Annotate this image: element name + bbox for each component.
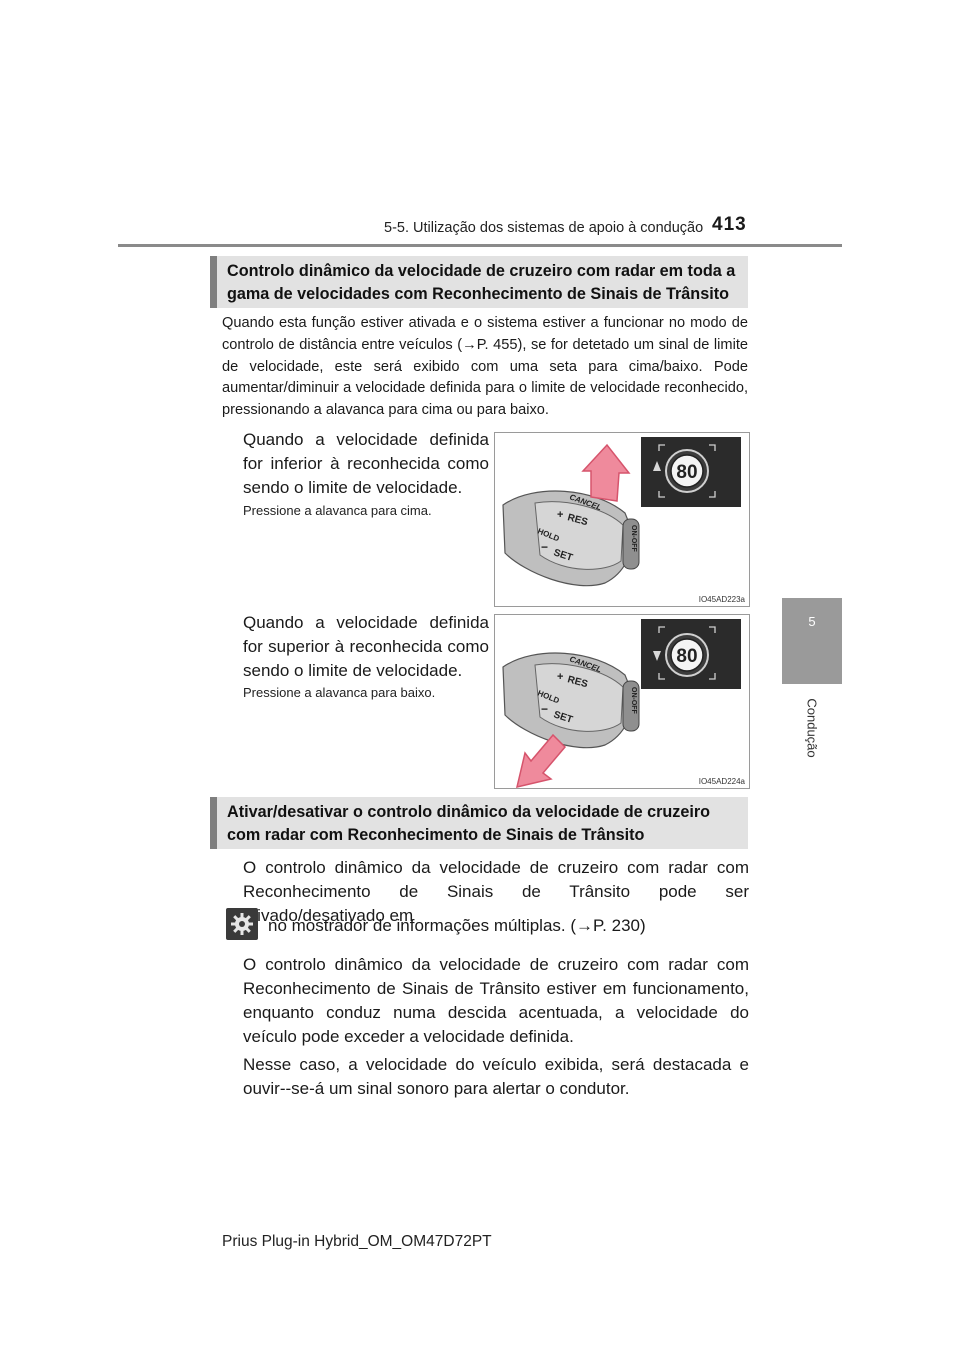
on-off-label: ON-OFF	[630, 525, 637, 553]
running-header-section: 5-5. Utilização dos sistemas de apoio à …	[384, 220, 704, 236]
lever-face	[534, 663, 624, 732]
section2-para1-line2-row: no mostrador de informações múltiplas. (…	[226, 908, 750, 942]
section2-para1-line1: O controlo dinâmico da velocidade de cru…	[243, 858, 749, 925]
display-frame-corners	[658, 444, 716, 498]
minus-label: −	[541, 702, 548, 716]
case1-text: Quando a velocidade definida for inferio…	[243, 430, 489, 497]
figure-id: IO45AD223a	[698, 595, 745, 604]
speed-limit-value: 80	[676, 462, 697, 483]
figure-lever-up: 80 ON-OFF CANCEL + RES HOLD − SET IO45AD…	[494, 432, 750, 607]
lever-face	[534, 501, 624, 570]
minus-label: −	[541, 540, 548, 554]
section-title-activate-deactivate: Ativar/desativar o controlo dinâmico da …	[210, 797, 748, 849]
chapter-label-container: Condução	[782, 694, 842, 764]
res-label: RES	[566, 674, 589, 690]
on-off-label: ON-OFF	[630, 687, 637, 715]
header-divider	[118, 244, 842, 247]
settings-icon-box	[226, 908, 258, 940]
case1-caption: Pressione a alavanca para cima.	[243, 503, 432, 518]
case2-caption: Pressione a alavanca para baixo.	[243, 685, 436, 700]
gear-icon	[231, 913, 253, 935]
chapter-label: Condução	[804, 698, 820, 758]
lever-down-illustration: 80 ON-OFF CANCEL + RES HOLD − SET	[502, 619, 741, 788]
page-number: 413	[712, 214, 747, 235]
on-off-button	[622, 680, 640, 732]
on-off-button	[622, 518, 640, 570]
figure-lever-down: 80 ON-OFF CANCEL + RES HOLD − SET IO45AD…	[494, 614, 750, 789]
section1-body: Quando esta função estiver ativada e o s…	[222, 315, 748, 419]
plus-label: +	[557, 671, 563, 683]
speed-limit-value: 80	[676, 646, 697, 667]
speed-limit-sign-icon	[670, 454, 704, 488]
figure-id: IO45AD224a	[698, 777, 745, 786]
case2-text: Quando a velocidade definida for superio…	[243, 613, 489, 680]
push-down-arrow-icon	[515, 733, 567, 788]
push-up-arrow-icon	[581, 443, 631, 502]
up-arrow-indicator-icon	[653, 461, 661, 471]
display-frame-corners	[658, 626, 716, 680]
plus-label: +	[557, 509, 563, 521]
section2-para3: Nesse caso, a velocidade do veículo exib…	[243, 1055, 749, 1098]
section2-para2: O controlo dinâmico da velocidade de cru…	[243, 955, 749, 1046]
section2-para1-line2: no mostrador de informações múltiplas. (…	[268, 916, 646, 935]
chapter-tab	[782, 598, 842, 684]
document-footer: Prius Plug-in Hybrid_OM_OM47D72PT	[222, 1233, 492, 1250]
section-title-traffic-sign-cruise: Controlo dinâmico da velocidade de cruze…	[210, 256, 748, 308]
lever-up-illustration: 80 ON-OFF CANCEL + RES HOLD − SET	[502, 437, 741, 587]
chapter-number: 5	[808, 614, 816, 629]
down-arrow-indicator-icon	[653, 651, 661, 661]
speed-limit-sign-icon	[670, 638, 704, 672]
res-label: RES	[566, 512, 589, 528]
